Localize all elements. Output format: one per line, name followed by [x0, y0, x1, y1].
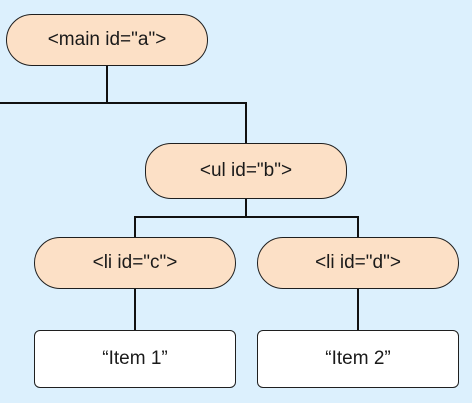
text-node-item-2-label: “Item 2”	[325, 348, 391, 369]
edge-main-to-ul	[106, 66, 247, 143]
node-li-d: <li id="d">	[257, 237, 459, 289]
edge-ul-to-li-d	[246, 216, 359, 237]
node-li-c-label: <li id="c">	[92, 252, 178, 273]
edge-ul-to-li-c	[134, 216, 246, 237]
text-node-item-1-label: “Item 1”	[102, 348, 168, 369]
node-main: <main id="a">	[6, 14, 208, 66]
text-node-item-2: “Item 2”	[257, 330, 459, 388]
text-node-item-1: “Item 1”	[34, 330, 236, 388]
node-li-c: <li id="c">	[34, 237, 236, 289]
node-main-label: <main id="a">	[47, 29, 167, 50]
node-ul: <ul id="b">	[145, 143, 347, 199]
node-li-d-label: <li id="d">	[315, 252, 401, 273]
node-ul-label: <ul id="b">	[199, 160, 293, 181]
